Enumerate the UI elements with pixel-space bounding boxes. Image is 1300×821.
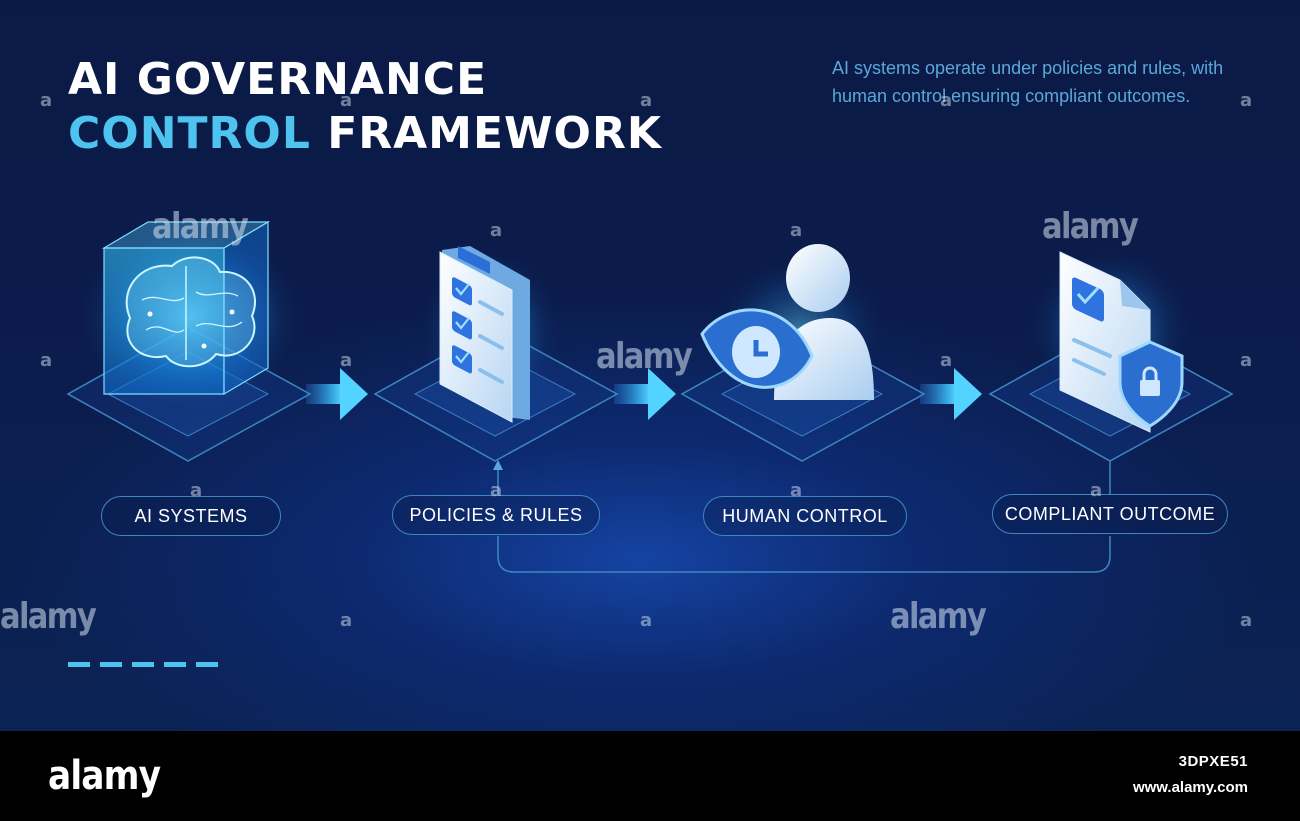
watermark-letter: a	[640, 610, 653, 631]
watermark-letter: a	[940, 350, 953, 371]
infographic-canvas: AI GOVERNANCE CONTROL FRAMEWORK AI syste…	[0, 0, 1300, 731]
checklist-clipboard-icon	[420, 246, 560, 423]
title-line-2: CONTROL FRAMEWORK	[68, 112, 662, 156]
watermark-letter: a	[790, 480, 803, 501]
tagline: AI systems operate under policies and ru…	[832, 58, 1224, 106]
watermark-letter: a	[340, 90, 353, 111]
watermark-letter: a	[790, 220, 803, 241]
title-accent-word: CONTROL	[68, 108, 311, 159]
watermark-letter: a	[1240, 610, 1253, 631]
flow-arrow-2	[614, 368, 676, 420]
watermark-brand: alamy	[890, 596, 987, 637]
flow-arrow-1	[306, 368, 368, 420]
footer-brand-logo: alamy	[48, 753, 161, 799]
watermark-letter: a	[190, 480, 203, 501]
step-label-ai-systems: AI SYSTEMS	[101, 496, 281, 536]
watermark-letter: a	[340, 350, 353, 371]
step-label-policies-rules: POLICIES & RULES	[392, 495, 600, 535]
flow-diagram	[66, 220, 1234, 573]
watermark-letter: a	[490, 220, 503, 241]
eye-person-icon	[700, 244, 885, 400]
watermark-letter: a	[40, 350, 53, 371]
title-line-1: AI GOVERNANCE	[68, 54, 488, 105]
feedback-loop-connector	[493, 460, 1111, 573]
footer-site-url: www.alamy.com	[1132, 779, 1248, 796]
watermark-brand: alamy	[152, 206, 249, 247]
footer-image-id: 3DPXE51	[1178, 753, 1248, 770]
flow-arrow-3	[920, 368, 982, 420]
title-rest-word: FRAMEWORK	[327, 108, 662, 159]
watermark-brand: alamy	[1042, 206, 1139, 247]
decorative-dash-bar	[68, 662, 218, 667]
watermark-brand: alamy	[0, 596, 97, 637]
watermark-letter: a	[640, 90, 653, 111]
stock-footer-bar: alamy 3DPXE51 www.alamy.com	[0, 731, 1300, 821]
watermark-letter: a	[340, 610, 353, 631]
watermark-letter: a	[1240, 350, 1253, 371]
watermark-letter: a	[1090, 480, 1103, 501]
shield-document-icon	[1030, 250, 1190, 433]
brain-cube-icon	[80, 220, 300, 413]
step-label-human-control: HUMAN CONTROL	[703, 496, 907, 536]
watermark-letter: a	[1240, 90, 1253, 111]
watermark-letter: a	[940, 90, 953, 111]
watermark-letter: a	[490, 480, 503, 501]
step-label-compliant-outcome: COMPLIANT OUTCOME	[992, 494, 1228, 534]
watermark-brand: alamy	[596, 336, 693, 377]
watermark-letter: a	[40, 90, 53, 111]
